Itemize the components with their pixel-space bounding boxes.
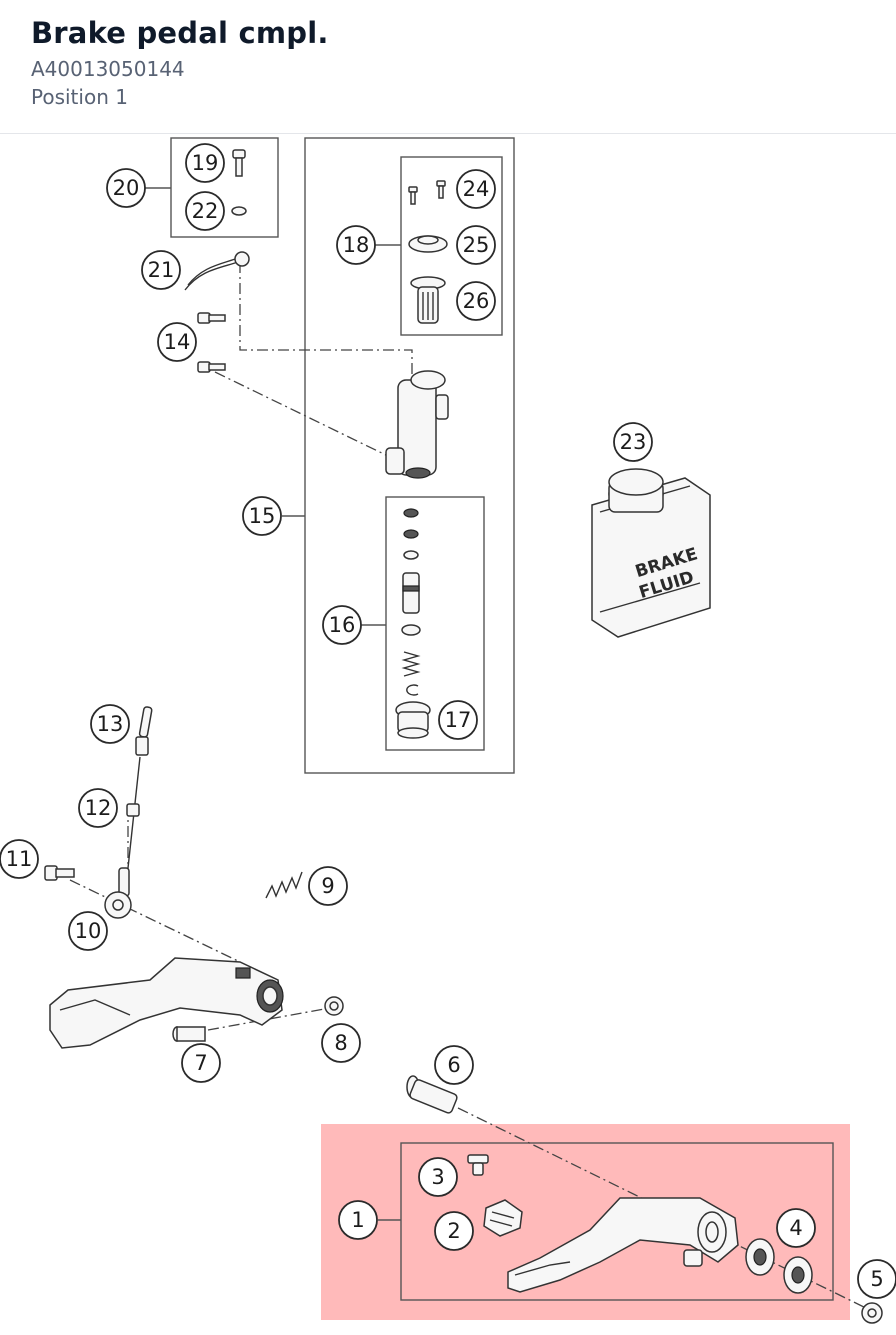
part-14-bolts[interactable]: [197, 312, 226, 373]
svg-text:2: 2: [447, 1219, 460, 1243]
part-number: A40013050144: [31, 57, 185, 81]
master-cylinder[interactable]: [385, 370, 449, 479]
part-4-bushings[interactable]: [745, 1238, 813, 1294]
part-8-nut[interactable]: [324, 996, 344, 1016]
group-box-1: [400, 1142, 834, 1301]
part-13-pushrod[interactable]: [127, 706, 153, 869]
svg-text:11: 11: [6, 847, 33, 871]
callout-11[interactable]: 11: [0, 839, 39, 879]
svg-text:13: 13: [97, 712, 124, 736]
svg-text:1: 1: [351, 1208, 364, 1232]
position-label: Position 1: [31, 85, 128, 109]
svg-text:22: 22: [192, 199, 219, 223]
callout-20[interactable]: 20: [106, 168, 146, 208]
callout-19[interactable]: 19: [185, 143, 225, 183]
callout-10[interactable]: 10: [68, 911, 108, 951]
callout-12[interactable]: 12: [78, 788, 118, 828]
group-box-15: [304, 137, 515, 774]
svg-text:26: 26: [463, 289, 490, 313]
svg-text:3: 3: [431, 1165, 444, 1189]
part-17-seal[interactable]: [395, 701, 431, 739]
callout-17[interactable]: 17: [438, 700, 478, 740]
part-3-plug[interactable]: [467, 1154, 489, 1176]
callout-14[interactable]: 14: [157, 322, 197, 362]
part-7-pin[interactable]: [172, 1026, 206, 1042]
callout-3[interactable]: 3: [418, 1157, 458, 1197]
highlight-area[interactable]: [321, 1124, 850, 1320]
callout-8[interactable]: 8: [321, 1023, 361, 1063]
svg-text:23: 23: [620, 430, 647, 454]
part-5-nut[interactable]: [861, 1302, 883, 1324]
callout-25[interactable]: 25: [456, 225, 496, 265]
callouts: 1 2 3 4 5 6 7 8 9 10 11 12 13 14 15 16 1…: [0, 143, 896, 1299]
callout-24[interactable]: 24: [456, 169, 496, 209]
part-21-brake-line[interactable]: [184, 251, 250, 291]
svg-text:20: 20: [113, 176, 140, 200]
svg-text:25: 25: [463, 233, 490, 257]
part-2-step-plate[interactable]: [483, 1199, 523, 1237]
callout-26[interactable]: 26: [456, 281, 496, 321]
part-22-washer[interactable]: [231, 206, 247, 216]
callout-4[interactable]: 4: [776, 1208, 816, 1248]
svg-text:15: 15: [249, 504, 276, 528]
part-16-piston-kit[interactable]: [401, 508, 421, 696]
page-title: Brake pedal cmpl.: [31, 16, 329, 50]
part-11-bolt[interactable]: [44, 865, 75, 881]
callout-6[interactable]: 6: [434, 1045, 474, 1085]
callout-9[interactable]: 9: [308, 866, 348, 906]
svg-text:6: 6: [447, 1053, 460, 1077]
callout-5[interactable]: 5: [857, 1259, 896, 1299]
callout-23[interactable]: 23: [613, 422, 653, 462]
svg-text:19: 19: [192, 151, 219, 175]
svg-text:10: 10: [75, 919, 102, 943]
part-24-screws[interactable]: [408, 180, 446, 205]
svg-text:16: 16: [329, 613, 356, 637]
callout-7[interactable]: 7: [181, 1043, 221, 1083]
svg-text:12: 12: [85, 796, 112, 820]
part-25-cover[interactable]: [408, 235, 448, 253]
part-1-brake-pedal[interactable]: [507, 1197, 739, 1293]
group-box-20: [170, 137, 279, 238]
svg-text:18: 18: [343, 233, 370, 257]
callout-16[interactable]: 16: [322, 605, 362, 645]
svg-text:8: 8: [334, 1031, 347, 1055]
group-box-16: [385, 496, 485, 751]
svg-text:24: 24: [463, 177, 490, 201]
svg-text:21: 21: [148, 258, 175, 282]
header: Brake pedal cmpl. A40013050144 Position …: [0, 0, 896, 134]
part-26-bellows[interactable]: [410, 276, 446, 324]
callout-2[interactable]: 2: [434, 1211, 474, 1251]
svg-text:7: 7: [194, 1051, 207, 1075]
part-9-spring[interactable]: [265, 871, 303, 899]
brake-pedal-upper[interactable]: [49, 957, 284, 1049]
svg-text:14: 14: [164, 330, 191, 354]
svg-text:17: 17: [445, 708, 472, 732]
leader-lines: [145, 187, 401, 1221]
callout-1[interactable]: 1: [338, 1200, 378, 1240]
part-10-clevis[interactable]: [104, 867, 132, 919]
part-23-brake-fluid-bottle[interactable]: BRAKE FLUID: [591, 468, 711, 638]
callout-15[interactable]: 15: [242, 496, 282, 536]
callout-21[interactable]: 21: [141, 250, 181, 290]
svg-text:5: 5: [870, 1267, 883, 1291]
part-19-bolt[interactable]: [232, 149, 246, 177]
callout-22[interactable]: 22: [185, 191, 225, 231]
callout-13[interactable]: 13: [90, 704, 130, 744]
svg-text:9: 9: [321, 874, 334, 898]
callout-18[interactable]: 18: [336, 225, 376, 265]
part-12-nut[interactable]: [126, 803, 140, 817]
part-6-pivot-pin[interactable]: [406, 1075, 458, 1114]
group-box-18: [400, 156, 503, 336]
svg-text:4: 4: [789, 1216, 802, 1240]
